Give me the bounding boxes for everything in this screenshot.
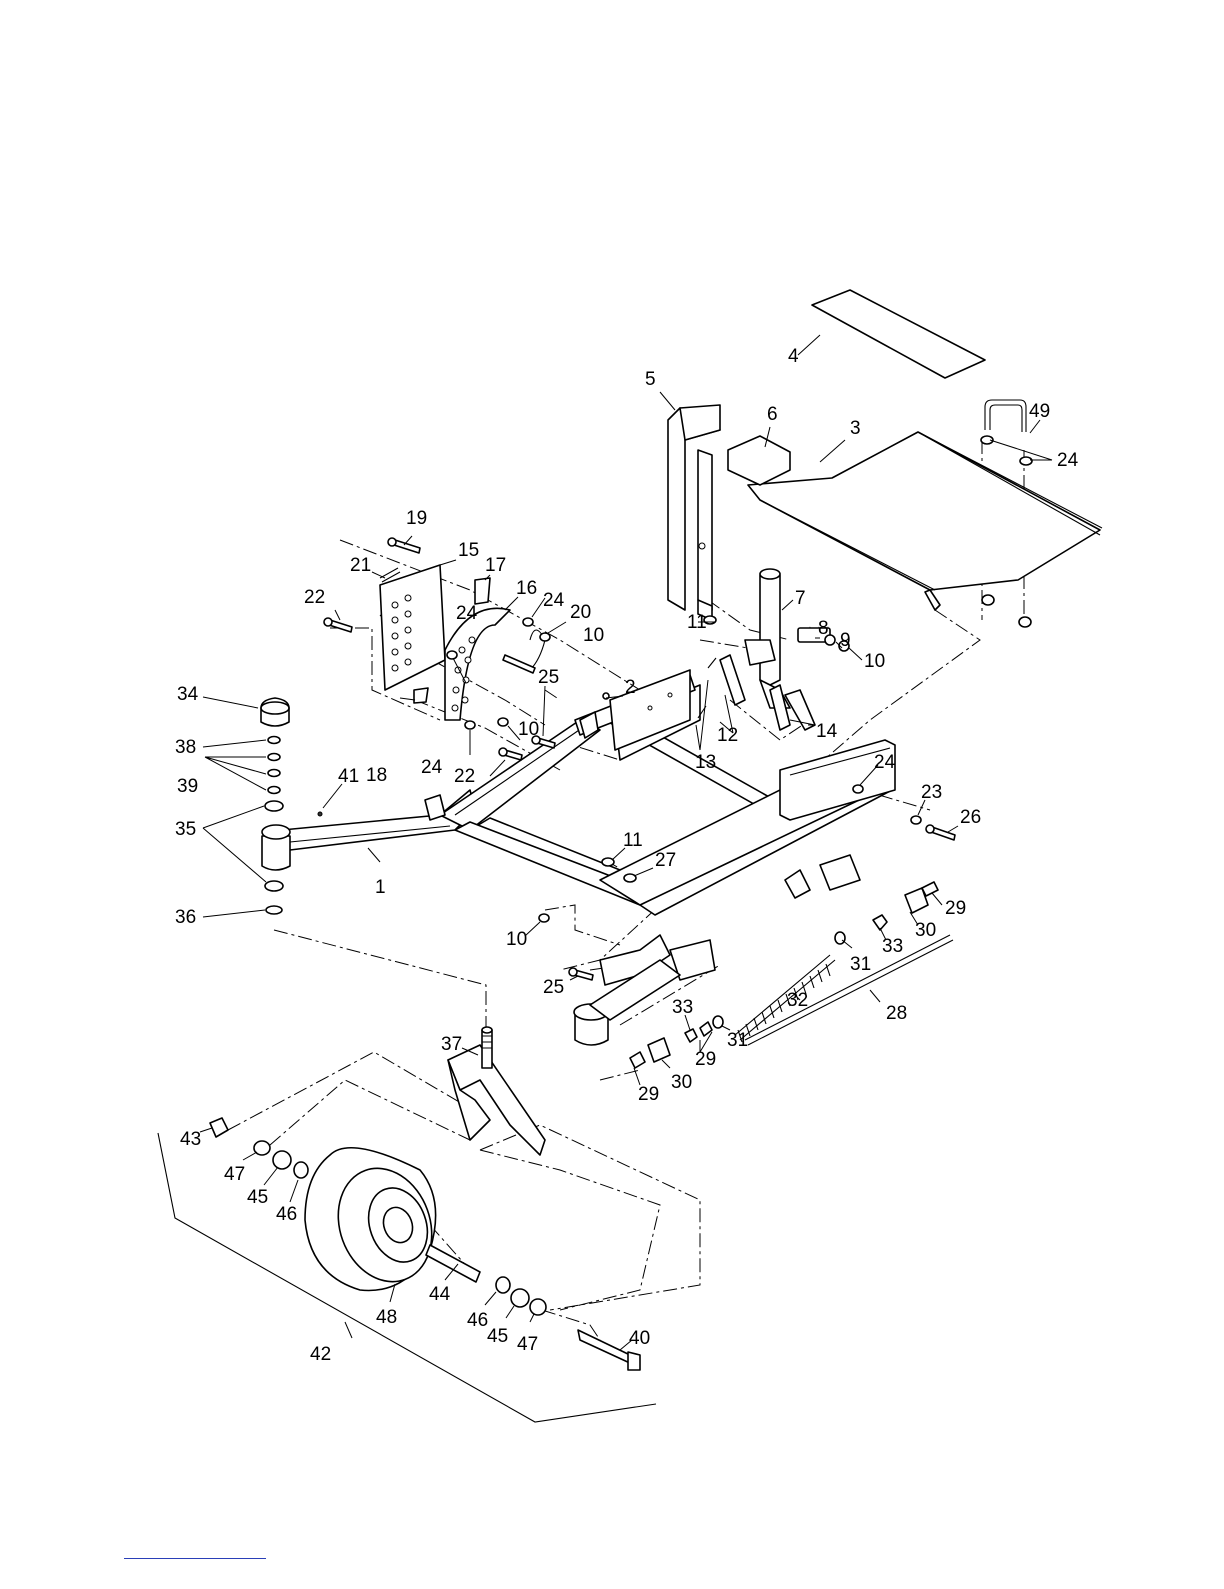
- callout-17: 17: [485, 555, 506, 576]
- callout-11b: 11: [623, 830, 643, 851]
- callout-5: 5: [645, 369, 656, 390]
- callout-31b: 31: [727, 1030, 748, 1051]
- adjuster-plate-front: [445, 608, 510, 720]
- callout-29b: 29: [695, 1049, 716, 1070]
- callout-30a: 30: [915, 920, 936, 941]
- callout-11a: 11: [687, 612, 707, 633]
- caster-fork: [448, 1027, 545, 1155]
- callout-36: 36: [175, 907, 196, 928]
- decal: [812, 290, 985, 378]
- callout-44: 44: [429, 1284, 451, 1305]
- callout-28: 28: [886, 1003, 907, 1024]
- callout-40: 40: [629, 1328, 650, 1349]
- pedal-pad: [728, 436, 790, 485]
- callout-24d: 24: [874, 752, 896, 773]
- callout-8: 8: [818, 618, 829, 639]
- adjuster-plate-rear: [380, 565, 445, 690]
- pin: [414, 688, 428, 703]
- callout-21: 21: [350, 555, 371, 576]
- callout-45a: 45: [247, 1187, 268, 1208]
- callout-22a: 22: [304, 587, 325, 608]
- callout-29a: 29: [945, 898, 966, 919]
- callout-15: 15: [458, 540, 479, 561]
- callout-24e: 24: [1057, 450, 1079, 471]
- callout-22b: 22: [454, 766, 475, 787]
- callout-24a: 24: [456, 603, 478, 624]
- compression-spring: [735, 955, 835, 1042]
- callout-42: 42: [310, 1344, 331, 1365]
- callout-6: 6: [767, 404, 778, 425]
- callout-1: 1: [375, 877, 386, 898]
- callout-10b: 10: [864, 651, 885, 672]
- callout-31a: 31: [850, 954, 871, 975]
- callout-49: 49: [1029, 401, 1050, 422]
- callout-29c: 29: [638, 1084, 659, 1105]
- callout-24c: 24: [421, 757, 443, 778]
- callout-10a: 10: [583, 625, 604, 646]
- callout-25a: 25: [538, 667, 559, 688]
- callout-2: 2: [625, 677, 636, 698]
- callout-7: 7: [795, 588, 806, 609]
- threaded-rod: [745, 935, 953, 1045]
- callout-37: 37: [441, 1034, 462, 1055]
- callout-47a: 47: [224, 1164, 245, 1185]
- callout-45b: 45: [487, 1326, 508, 1347]
- callout-46b: 46: [467, 1310, 488, 1331]
- callout-20: 20: [570, 602, 591, 623]
- callout-10c: 10: [518, 719, 539, 740]
- callout-39: 39: [177, 776, 198, 797]
- callout-10d: 10: [506, 929, 527, 950]
- callout-46a: 46: [276, 1204, 297, 1225]
- callout-19: 19: [406, 508, 427, 529]
- callout-48: 48: [376, 1307, 397, 1328]
- callout-3: 3: [850, 418, 861, 439]
- callout-47b: 47: [517, 1334, 538, 1355]
- pin: [475, 578, 490, 604]
- callout-23: 23: [921, 782, 942, 803]
- callout-26: 26: [960, 807, 981, 828]
- callout-16: 16: [516, 578, 537, 599]
- callout-30b: 30: [671, 1072, 692, 1093]
- callout-43: 43: [180, 1129, 201, 1150]
- callout-32: 32: [787, 990, 808, 1011]
- callout-35: 35: [175, 819, 196, 840]
- callout-14: 14: [816, 721, 838, 742]
- pedal-arm: [668, 405, 720, 620]
- callout-41: 41: [338, 766, 359, 787]
- caster-wheel: [305, 1148, 480, 1295]
- callout-4: 4: [788, 346, 799, 367]
- callout-34: 34: [177, 684, 199, 705]
- callout-9: 9: [840, 630, 851, 651]
- footer-rule: [124, 1558, 266, 1559]
- callout-38: 38: [175, 737, 196, 758]
- callout-33a: 33: [882, 936, 903, 957]
- callout-33b: 33: [672, 997, 693, 1018]
- callout-12: 12: [717, 725, 738, 746]
- callout-25b: 25: [543, 977, 564, 998]
- callout-18: 18: [366, 765, 387, 786]
- callout-24b: 24: [543, 590, 565, 611]
- callout-13: 13: [695, 752, 716, 773]
- callout-27: 27: [655, 850, 676, 871]
